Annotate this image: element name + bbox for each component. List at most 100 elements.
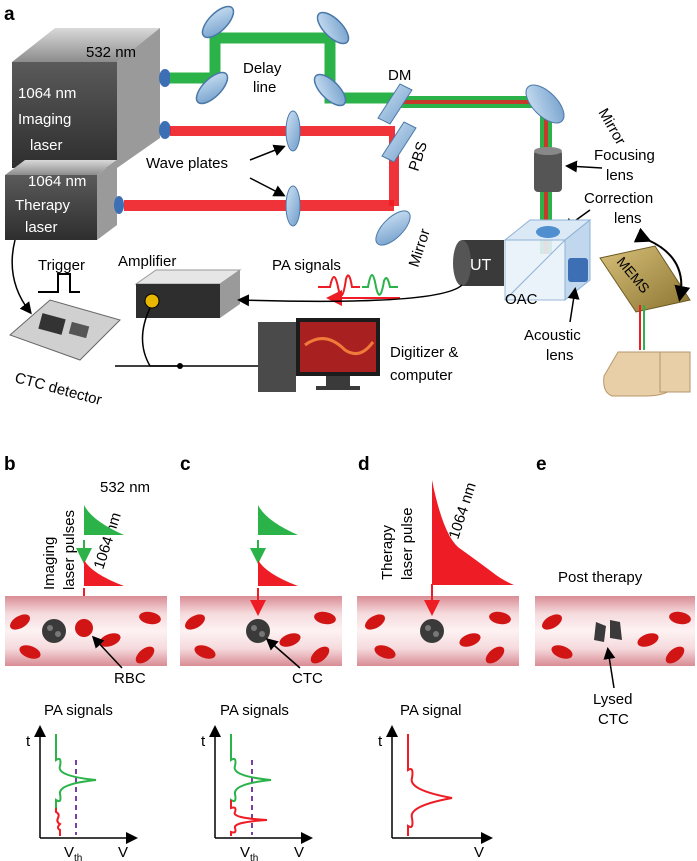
label-acoustic: Acoustic: [524, 327, 581, 344]
b-wl-532: 532 nm: [100, 479, 150, 496]
amplifier: [134, 269, 242, 318]
rbc: [314, 611, 336, 625]
panel-label-e: e: [536, 454, 547, 475]
therapy-laser: [5, 160, 124, 240]
b-vth: Vth: [64, 844, 82, 861]
label-ctc-detector: CTC detector: [13, 369, 104, 409]
e-lysed: Lysed: [593, 691, 632, 708]
panel-label-c: c: [180, 454, 191, 475]
b-pulses-label-2: laser pulses: [61, 510, 78, 590]
focusing-lens-top: [534, 147, 562, 155]
label-532nm: 532 nm: [86, 44, 136, 61]
e-title: Post therapy: [558, 569, 643, 586]
c-trace-green: [230, 734, 272, 808]
label-mirror-top: Mirror: [595, 106, 629, 148]
b-pulse-green: [84, 505, 124, 550]
acoustic-arrow: [567, 287, 580, 323]
label-therapy-1064: 1064 nm: [28, 173, 86, 190]
panel-label-b: b: [4, 454, 16, 475]
e-ctc: CTC: [598, 711, 629, 728]
label-focusing: Focusing: [594, 147, 655, 164]
ctc-detector-board: [9, 299, 121, 361]
d-trace-red: [407, 734, 453, 836]
rbc: [551, 645, 573, 659]
ctc-cell-d: [420, 619, 444, 643]
label-dm: DM: [388, 67, 411, 84]
d-plot-title: PA signal: [400, 702, 461, 719]
rbc: [310, 646, 330, 664]
b-rbc-label: RBC: [114, 670, 146, 687]
b-axis-v: V: [118, 844, 128, 861]
rbc-target-b: [75, 619, 93, 637]
c-ctc-arrow: [265, 638, 301, 669]
b-rbc-arrow: [91, 635, 123, 669]
correction-lens: [536, 226, 560, 238]
mirror-top: [525, 84, 565, 124]
c-axis-t: t: [201, 733, 206, 750]
hand-target: [603, 351, 691, 397]
b-pulse-red: [84, 560, 124, 590]
dm-optic: [377, 83, 413, 125]
laser-aperture-therapy: [114, 196, 124, 214]
red-blood-cells: [10, 611, 691, 664]
lysed-ctc-e: [594, 620, 622, 642]
c-pulse-green: [258, 505, 298, 550]
label-imaging-1064: 1064 nm: [18, 85, 76, 102]
red-beam-therapy: [124, 200, 394, 211]
ctc-cell-c: [246, 619, 270, 643]
trigger-pulse: [38, 273, 80, 293]
d-pulse-label-2: laser pulse: [399, 507, 416, 580]
ctc-cell-b: [42, 619, 66, 643]
c-pulse-red: [258, 560, 298, 590]
label-therapy: Therapy: [15, 197, 71, 214]
mirror-bottom: [375, 210, 411, 246]
rbc: [19, 645, 41, 659]
pa-waveform-green: [362, 274, 398, 296]
rbc: [135, 646, 155, 664]
rbc: [365, 614, 385, 630]
delay-line-mirrors: [195, 5, 350, 107]
laser-aperture-1064-imaging: [159, 121, 171, 139]
amplifier-port: [144, 293, 160, 309]
rbc: [10, 614, 30, 630]
b-trace-red: [55, 808, 62, 836]
wave-plate-arrow-2: [249, 177, 286, 197]
rbc: [139, 611, 161, 625]
mems-rotation-arrow: [633, 227, 691, 302]
digitizer-computer: [258, 318, 380, 392]
rbc: [485, 646, 505, 664]
c-plot-title: PA signals: [220, 702, 289, 719]
rbc: [489, 611, 511, 625]
d-axis-t: t: [378, 733, 383, 750]
red-beam-vertical: [389, 136, 399, 206]
d-axis-v: V: [474, 844, 484, 861]
c-trace-red: [230, 800, 268, 836]
pbs-optic: [381, 121, 417, 163]
label-ut: UT: [470, 257, 492, 274]
rbc: [279, 633, 301, 647]
laser-aperture-532: [159, 69, 171, 87]
rbc: [459, 633, 481, 647]
label-correction-lens: lens: [614, 210, 642, 227]
panel-label-a: a: [4, 4, 15, 25]
oac-cube: [503, 218, 592, 302]
d-pulse-red: [432, 480, 514, 585]
rbc: [542, 614, 562, 630]
label-amplifier: Amplifier: [118, 253, 176, 270]
label-focusing-lens: lens: [606, 167, 634, 184]
rbc: [669, 611, 691, 625]
e-arrow: [603, 647, 616, 689]
panel-label-d: d: [358, 454, 370, 475]
b-axis-t: t: [26, 733, 31, 750]
label-imaging: Imaging: [18, 111, 71, 128]
label-therapy-laser: laser: [25, 219, 58, 236]
signal-line-amp: [237, 284, 463, 307]
rbc: [665, 646, 685, 664]
wave-plate-arrow-1: [249, 144, 286, 161]
pa-waveform-red: [318, 274, 360, 297]
imaging-laser: [12, 28, 171, 168]
acoustic-lens: [568, 258, 588, 282]
c-ctc-label: CTC: [292, 670, 323, 687]
label-mirror-bottom: Mirror: [406, 227, 434, 269]
